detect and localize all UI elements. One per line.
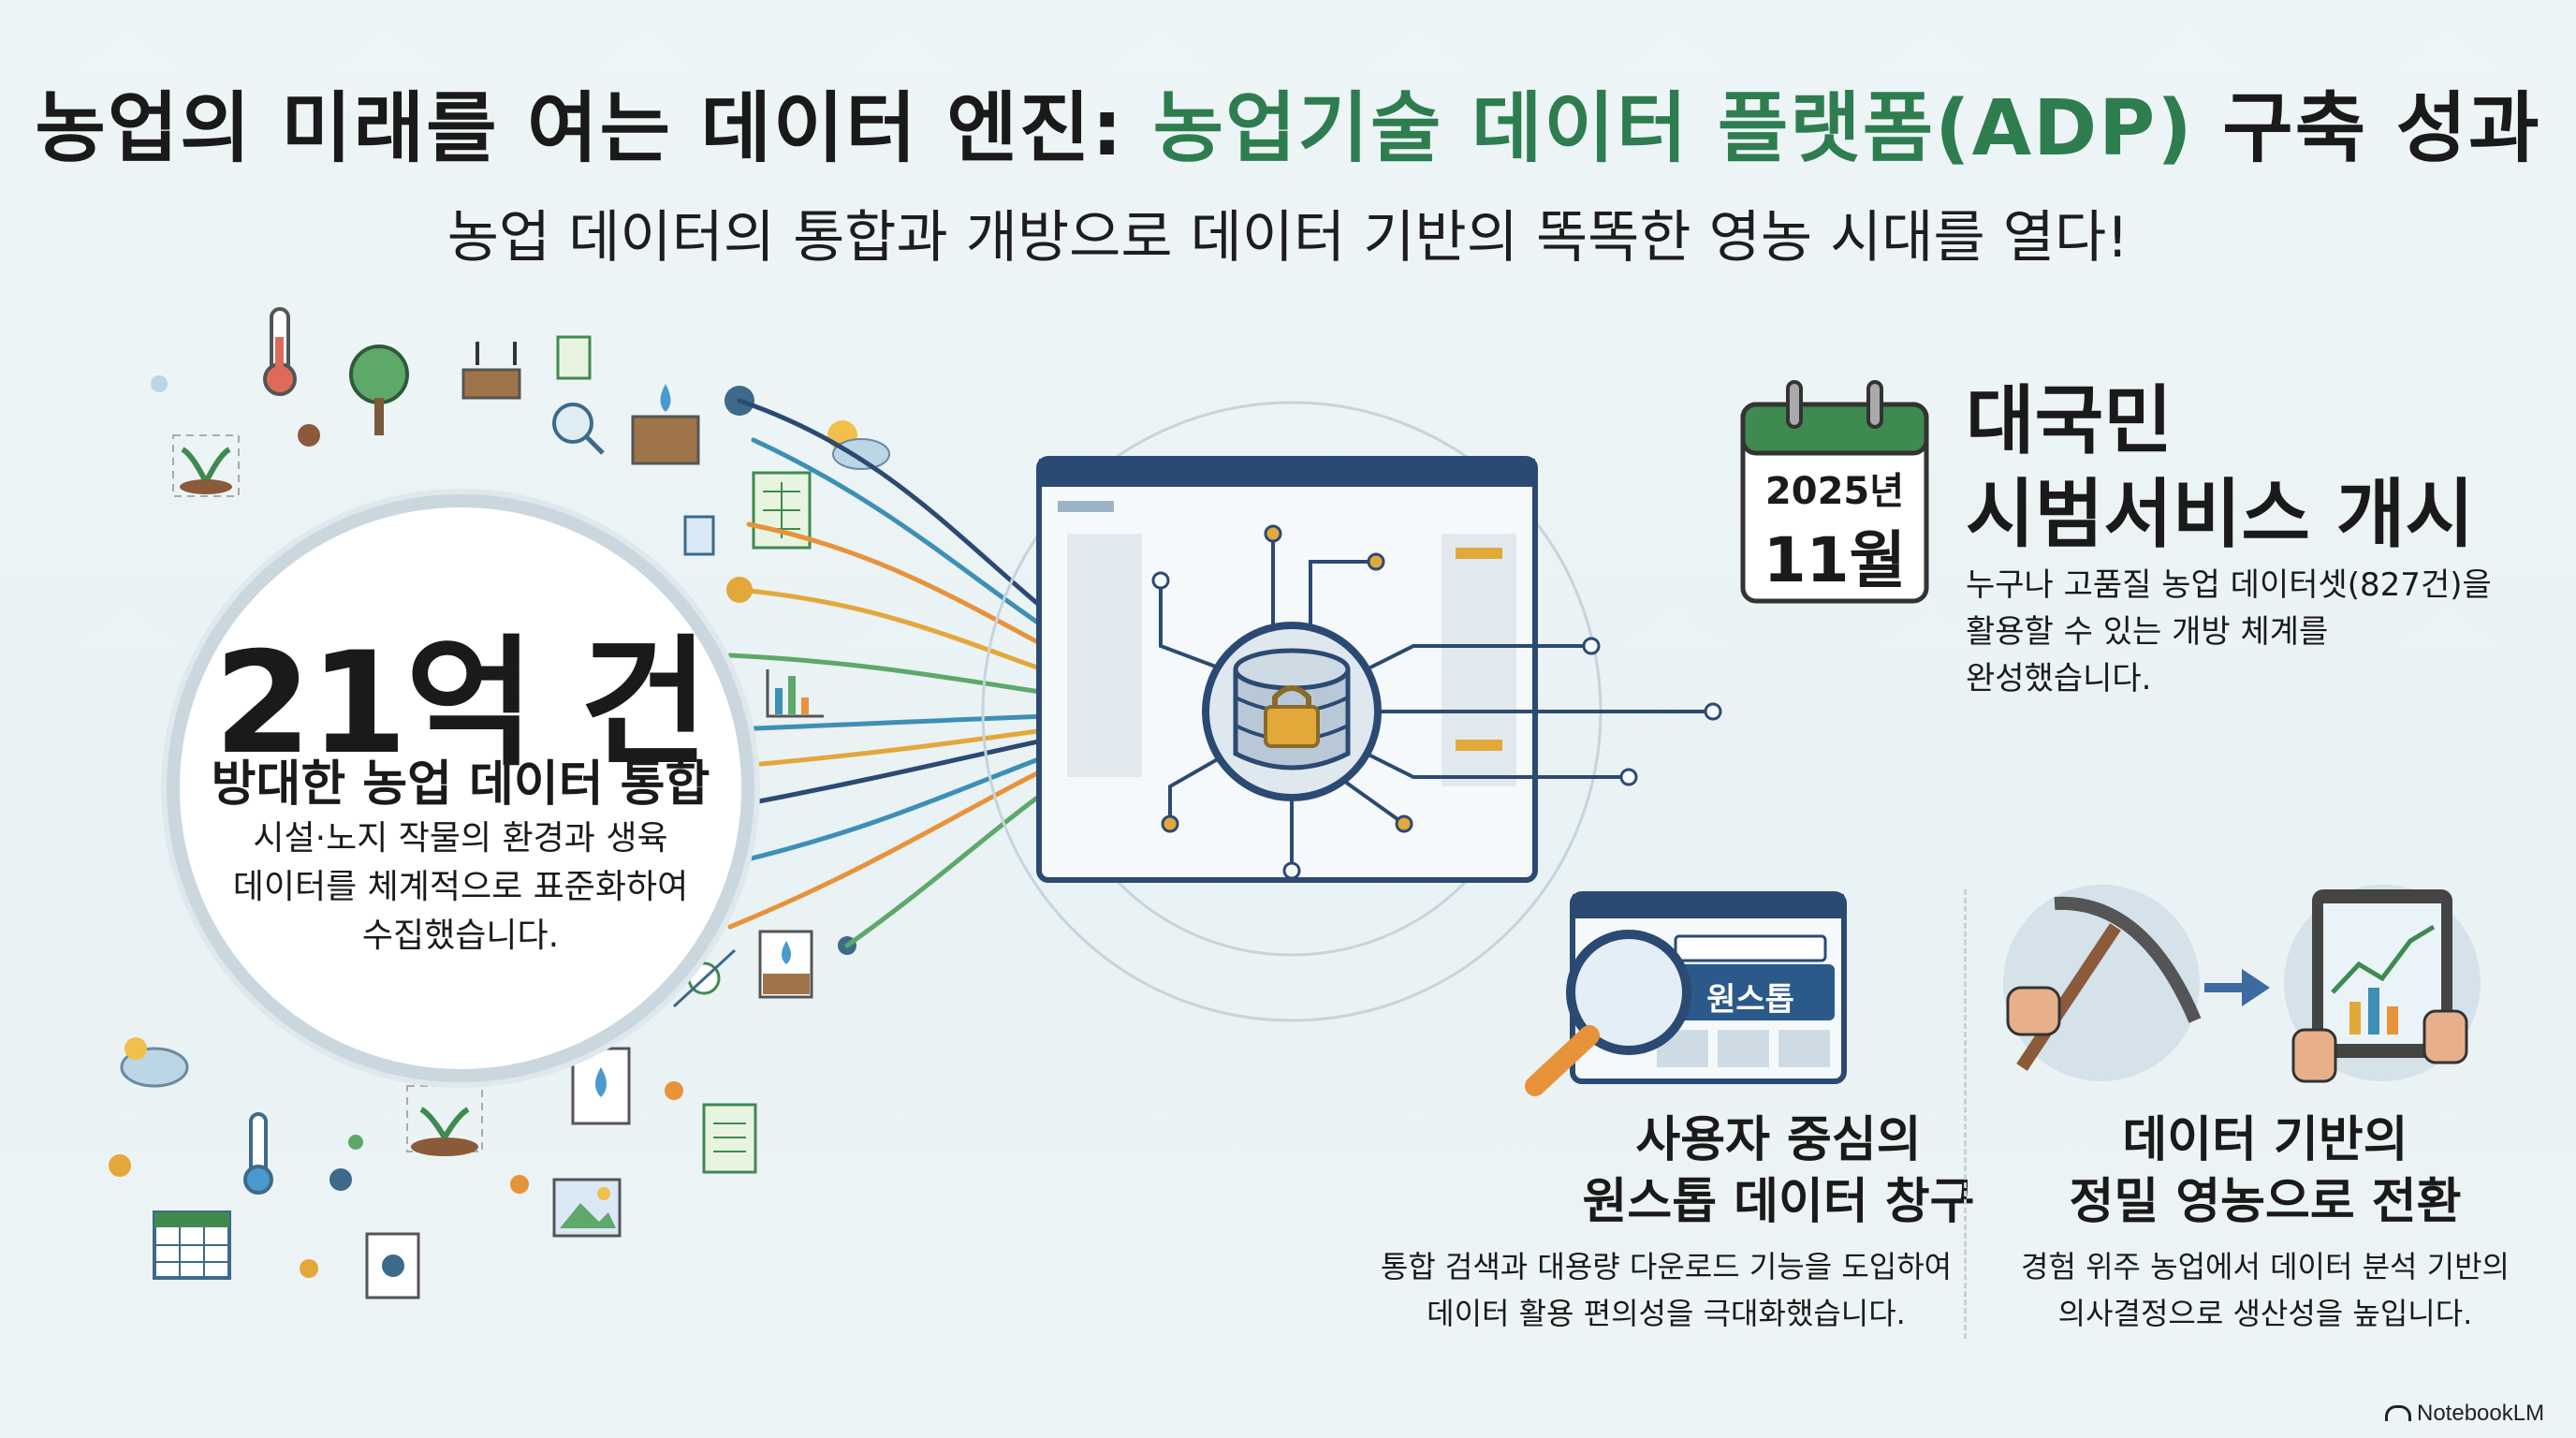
launch-desc-line: 누구나 고품질 농업 데이터셋(827건)을 (1966, 566, 2492, 604)
arrow-right-icon (2204, 969, 2270, 1006)
onestop-title: 사용자 중심의 원스톱 데이터 창구 (1460, 1109, 2097, 1233)
cloud-network-icon (120, 1037, 189, 1088)
stat-desc-line: 시설·노지 작물의 환경과 생육 (253, 819, 668, 858)
small-document-icon (683, 515, 715, 556)
soil-icon (461, 342, 521, 400)
launch-title-line: 시범서비스 개시 (1966, 471, 2475, 558)
tablet-chart-icon (2284, 885, 2481, 1083)
magnifier-icon (1525, 930, 1691, 1096)
title-highlight: 농업기술 데이터 플랫폼(ADP) (1152, 84, 2194, 173)
precision-title: 데이터 기반의 정밀 영농으로 전환 (1947, 1109, 2576, 1233)
stat-desc-line: 수집했습니다. (361, 917, 560, 955)
water-doc-icon (571, 1047, 631, 1125)
table-icon (153, 1211, 231, 1280)
watermark-text: NotebookLM (2417, 1401, 2545, 1426)
onestop-screen-label: 원스톱 (1706, 981, 1794, 1019)
page-title: 농업의 미래를 여는 데이터 엔진: 농업기술 데이터 플랫폼(ADP) 구축 … (0, 66, 2576, 177)
database-lock-icon (1202, 622, 1382, 801)
stat-desc-line: 데이터를 체계적으로 표준화하여 (232, 868, 689, 906)
calendar-month: 11월 (1763, 524, 1907, 596)
bar-chart-icon (766, 669, 824, 718)
onestop-title-line: 사용자 중심의 (1635, 1112, 1922, 1168)
precision-description: 경험 위주 농업에서 데이터 분석 기반의 의사결정으로 생산성을 높입니다. (1947, 1243, 2576, 1337)
water-file-icon (758, 930, 813, 999)
calendar-year: 2025년 (1764, 470, 1905, 513)
launch-title-line: 대국민 (1966, 377, 2173, 464)
document-icon (556, 335, 592, 380)
precision-desc-line: 의사결정으로 생산성을 높입니다. (2057, 1296, 2473, 1331)
image-icon (552, 1178, 622, 1238)
circuit-nodes (1151, 524, 1722, 880)
onestop-desc-line: 통합 검색과 대용량 다운로드 기능을 도입하여 (1380, 1249, 1953, 1284)
thermometer-icon (263, 307, 297, 396)
search-leaf-icon (552, 403, 605, 455)
sensor-node-icon (672, 948, 737, 1008)
stat-description: 시설·노지 작물의 환경과 생육 데이터를 체계적으로 표준화하여 수집했습니다… (167, 814, 754, 961)
watermark: NotebookLM (2385, 1401, 2544, 1427)
page-subtitle: 농업 데이터의 통합과 개방으로 데이터 기반의 똑똑한 영농 시대를 열다! (446, 205, 2130, 271)
water-sensor-icon (631, 384, 700, 465)
text-doc-icon (702, 1103, 757, 1174)
tree-icon (349, 345, 409, 435)
title-part1: 농업의 미래를 여는 데이터 엔진: (35, 84, 1153, 173)
notebooklm-icon (2385, 1405, 2411, 1421)
onestop-description: 통합 검색과 대용량 다운로드 기능을 도입하여 데이터 활용 편의성을 극대화… (1348, 1243, 1984, 1337)
stat-label: 방대한 농업 데이터 통합 (211, 756, 710, 813)
section-divider (1964, 889, 1967, 1339)
title-part2: 구축 성과 (2193, 84, 2541, 173)
onestop-title-line: 원스톱 데이터 창구 (1582, 1174, 1975, 1230)
bug-file-icon (365, 1232, 420, 1299)
launch-desc-line: 완성했습니다. (1966, 660, 2152, 697)
stat-number: 21억 건 (213, 623, 710, 785)
precision-desc-line: 경험 위주 농업에서 데이터 분석 기반의 (2021, 1249, 2510, 1284)
launch-title: 대국민 시범서비스 개시 (1966, 374, 2474, 562)
sprout-box-icon (406, 1085, 483, 1156)
launch-description: 누구나 고품질 농업 데이터셋(827건)을 활용할 수 있는 개방 체계를 완… (1966, 562, 2492, 702)
precision-title-line: 데이터 기반의 (2122, 1112, 2408, 1168)
onestop-desc-line: 데이터 활용 편의성을 극대화했습니다. (1427, 1296, 1906, 1331)
pickaxe-hand-icon (2003, 885, 2202, 1081)
thermometer-icon-2 (243, 1112, 273, 1195)
precision-title-line: 정밀 영농으로 전환 (2069, 1174, 2462, 1230)
sprout-icon (172, 434, 240, 497)
calendar-icon (1740, 380, 1929, 604)
circuit-lines (1159, 534, 1713, 871)
launch-desc-line: 활용할 수 있는 개방 체계를 (1966, 613, 2329, 651)
